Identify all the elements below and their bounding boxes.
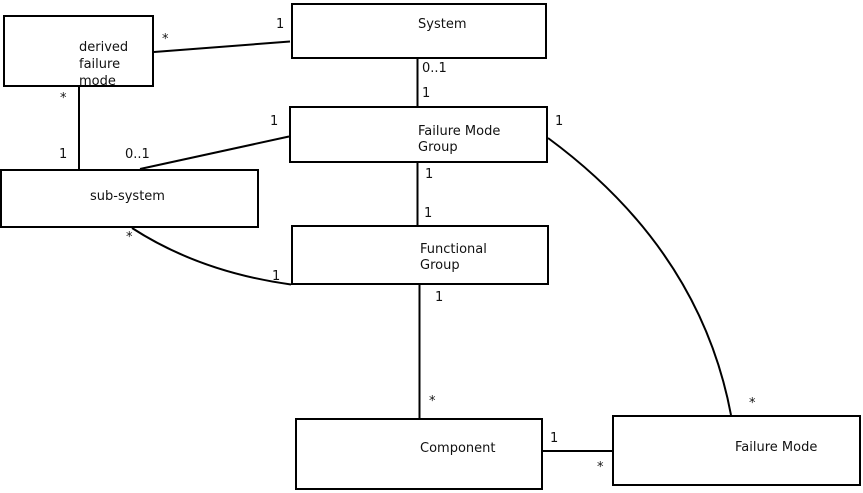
- mult-subsystem-to-fg-source: *: [126, 230, 133, 245]
- node-label-derived-failure-mode: derived failure mode: [79, 40, 129, 89]
- mult-subsystem-to-fg-target: 1: [272, 269, 281, 284]
- mult-system-to-dfm-source: 1: [276, 17, 285, 32]
- node-system: System: [291, 3, 547, 59]
- node-derived-failure-mode: derived failure mode: [3, 15, 154, 89]
- mult-fmg-to-subsystem-source: 1: [270, 114, 279, 129]
- mult-component-to-fm-target: *: [597, 460, 604, 475]
- node-label-component: Component: [420, 441, 496, 456]
- node-label-failure-mode: Failure Mode: [735, 440, 818, 455]
- node-label-failure-mode-group: Failure Mode Group: [418, 124, 501, 155]
- node-failure-mode-group: Failure Mode Group: [289, 106, 548, 163]
- mult-dfm-to-subsystem-source: *: [60, 91, 67, 106]
- mult-fmg-to-fm-target: *: [749, 396, 756, 411]
- connector-sub-system-functional-group: [131, 227, 292, 286]
- mult-dfm-to-subsystem-target: 1: [59, 147, 68, 162]
- mult-fg-to-component-target: *: [429, 394, 436, 409]
- mult-fmg-to-fm-source: 1: [555, 114, 564, 129]
- node-label-system: System: [418, 17, 467, 32]
- connector-failure-mode-group-sub-system: [139, 135, 290, 170]
- node-functional-group: Functional Group: [291, 225, 549, 285]
- mult-system-to-dfm-target: *: [162, 32, 169, 47]
- mult-fmg-to-subsystem-target: 0..1: [125, 147, 150, 162]
- node-label-functional-group: Functional Group: [420, 242, 487, 273]
- mult-fmg-to-fg-source: 1: [425, 167, 434, 182]
- mult-system-to-fmg-source: 0..1: [422, 61, 447, 76]
- mult-fmg-to-fg-target: 1: [424, 206, 433, 221]
- mult-fg-to-component-source: 1: [435, 290, 444, 305]
- mult-system-to-fmg-target: 1: [422, 86, 431, 101]
- node-component: Component: [295, 418, 543, 490]
- node-sub-system: sub-system: [0, 169, 259, 228]
- connector-system-derived-failure-mode: [153, 40, 291, 53]
- mult-component-to-fm-source: 1: [550, 431, 559, 446]
- connector-failure-mode-group-failure-mode: [547, 137, 732, 416]
- node-failure-mode: Failure Mode: [612, 415, 861, 486]
- node-label-sub-system: sub-system: [90, 189, 165, 204]
